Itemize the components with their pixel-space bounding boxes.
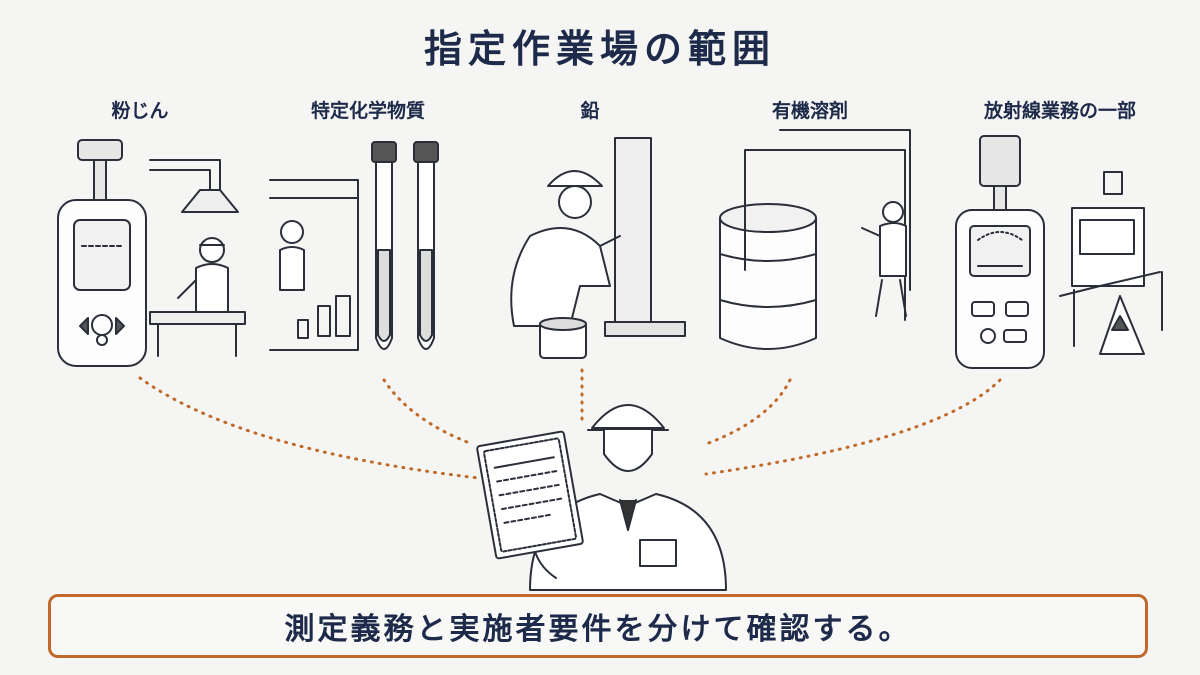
summary-text: 測定義務と実施者要件を分けて確認する。 xyxy=(284,612,912,647)
radiation-meter-icon xyxy=(955,135,1045,369)
dust-workshop-icon xyxy=(149,159,246,357)
solvent-drum-icon xyxy=(719,203,817,350)
connector-lines xyxy=(138,368,1002,480)
dust-meter-icon xyxy=(57,139,147,367)
connector-chemicals xyxy=(382,378,474,446)
summary-box: 測定義務と実施者要件を分けて確認する。 xyxy=(48,594,1148,658)
connector-solvents xyxy=(704,378,792,446)
category-label-lead: 鉛 xyxy=(580,100,600,122)
lead-worker-icon xyxy=(510,137,686,359)
category-label-specified-chemicals: 特定化学物質 xyxy=(310,100,425,122)
page-title: 指定作業場の範囲 xyxy=(423,27,776,71)
document-icon xyxy=(476,430,584,560)
radiation-room-icon xyxy=(1059,171,1163,355)
test-tube-icon xyxy=(371,141,439,350)
category-label-dust: 粉じん xyxy=(111,100,169,122)
category-label-organic-solvents: 有機溶剤 xyxy=(771,100,848,122)
chemical-hood-icon xyxy=(269,179,359,351)
spray-booth-icon xyxy=(744,129,911,321)
connector-dust xyxy=(138,376,480,480)
category-label-radiation: 放射線業務の一部 xyxy=(983,100,1136,122)
connector-radiation xyxy=(704,378,1002,476)
